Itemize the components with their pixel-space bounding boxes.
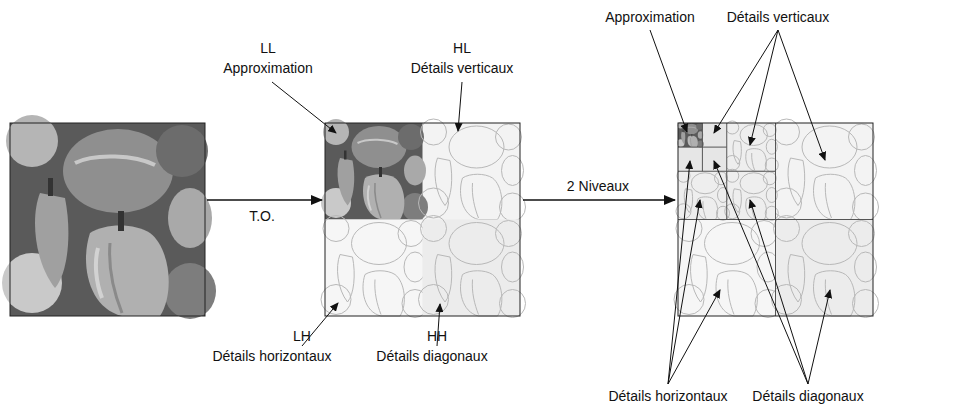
callout-label: 2 Niveaux	[567, 178, 629, 195]
callout-label: Détails horizontaux	[212, 348, 331, 365]
callout-label: T.O.	[249, 208, 275, 225]
callout-label: Détails diagonaux	[752, 388, 863, 405]
callout-label: Approximation	[223, 60, 313, 77]
levels-arrow	[523, 199, 675, 201]
original-image	[2, 115, 216, 319]
callout-label: LL	[260, 40, 276, 57]
level-one-transform	[321, 119, 526, 318]
callout-label: HL	[453, 40, 471, 57]
callout-label: Approximation	[605, 9, 695, 26]
callout-label: Détails verticaux	[727, 9, 830, 26]
callout-label: Détails diagonaux	[376, 348, 487, 365]
transform-arrow	[207, 199, 322, 201]
callout-label: Détails verticaux	[411, 60, 514, 77]
multi-level-transform	[674, 119, 879, 318]
leader-arrows	[272, 30, 830, 384]
callout-label: LH	[293, 328, 311, 345]
callout-label: HH	[427, 328, 447, 345]
callout-label: Détails horizontaux	[608, 388, 727, 405]
